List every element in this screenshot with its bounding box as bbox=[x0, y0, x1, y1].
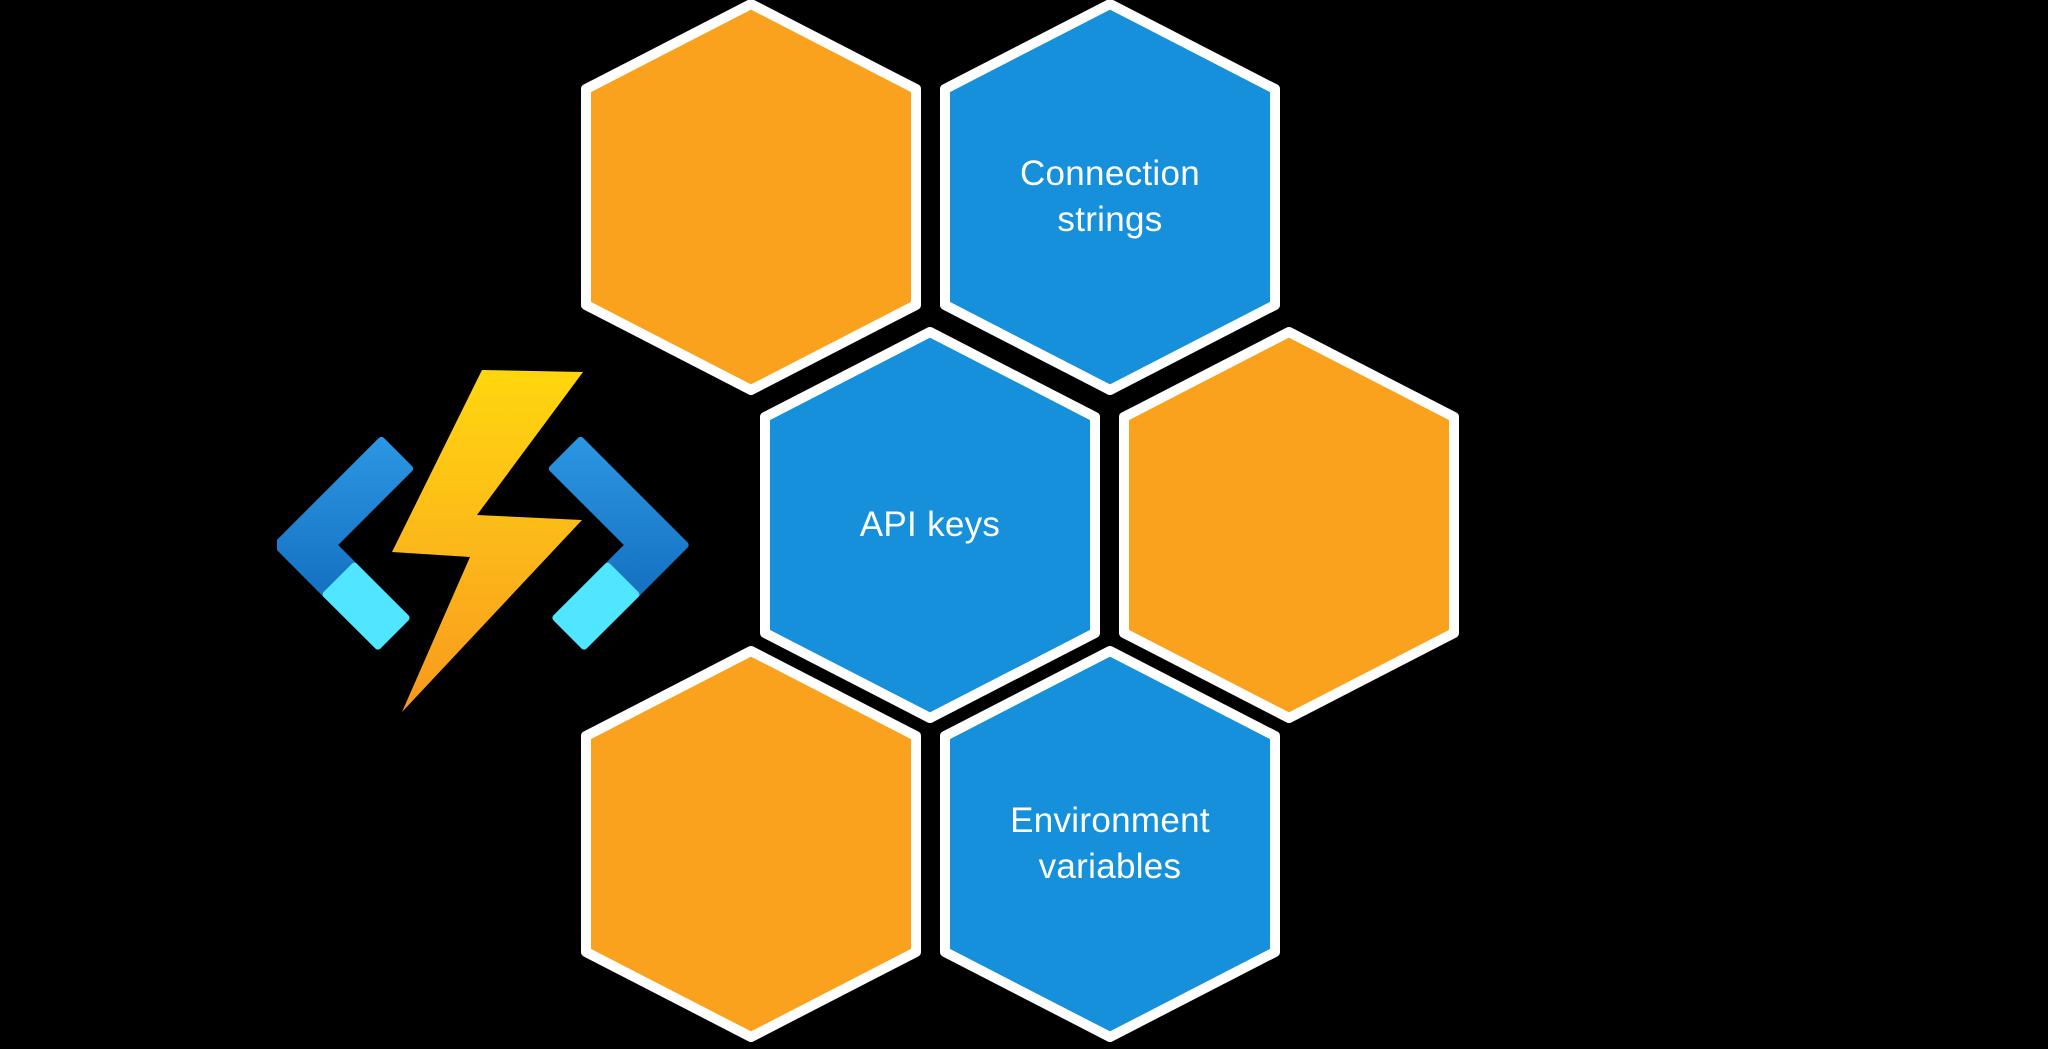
hexagon-environment-variables: Environment variables bbox=[933, 639, 1287, 1049]
right-bracket-icon bbox=[552, 440, 685, 646]
hexagon-label bbox=[586, 651, 916, 1037]
left-bracket-icon bbox=[277, 436, 414, 650]
hexagon-label: Connection strings bbox=[1019, 154, 1201, 239]
lightning-bolt-icon bbox=[392, 370, 583, 712]
hexagon-connection-strings: Connection strings bbox=[933, 0, 1287, 402]
hexagon-label: Environment variables bbox=[1010, 801, 1210, 886]
hexagon-bottom-left bbox=[574, 639, 928, 1049]
hexagon-api-keys: API keys bbox=[753, 320, 1107, 730]
azure-functions-logo bbox=[277, 370, 697, 712]
hexagon-middle-right bbox=[1112, 320, 1466, 730]
hexagon-top-left bbox=[574, 0, 928, 402]
hexagon-label: API keys bbox=[859, 505, 1001, 544]
